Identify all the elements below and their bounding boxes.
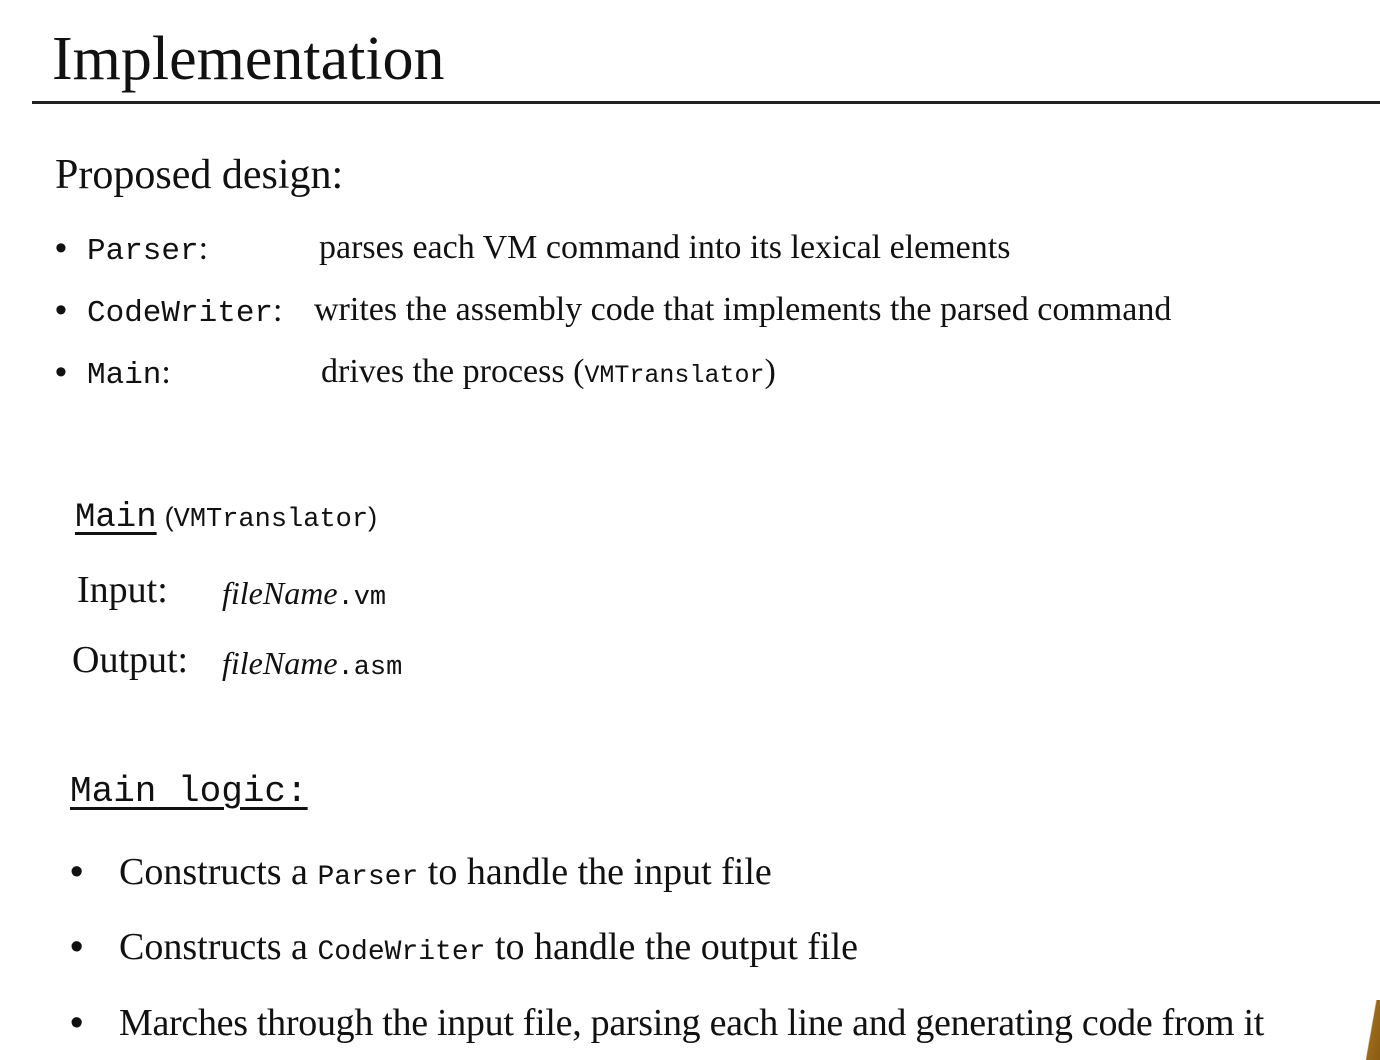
output-extension: .asm (337, 653, 403, 683)
component-colon: : (161, 354, 171, 391)
corner-decoration (1366, 1000, 1380, 1060)
bullet: • (70, 1002, 84, 1044)
component-description: writes the assembly code that implements… (314, 291, 1172, 328)
component-description: drives the process (VMTranslator) (321, 352, 776, 393)
bullet: • (55, 229, 67, 267)
logic-text-prefix: Constructs a (119, 851, 318, 893)
description-code: VMTranslator (584, 361, 765, 390)
proposed-design-label: Proposed design: (55, 152, 344, 198)
design-item-codewriter: • CodeWriter: writes the assembly code th… (55, 290, 1171, 332)
output-label: Output: (72, 639, 189, 681)
description-text: drives the process ( (321, 353, 585, 390)
logic-item: • Marches through the input file, parsing… (70, 1001, 1264, 1047)
component-name: Main (87, 358, 162, 393)
main-logic-heading: Main logic: (70, 771, 308, 812)
output-value: fileName.asm (222, 644, 402, 684)
bullet: • (55, 291, 67, 329)
component-colon: : (198, 230, 209, 267)
title-divider (32, 101, 1380, 104)
bullet: • (55, 353, 67, 391)
input-label: Input: (77, 569, 168, 611)
logic-item: • Constructs a CodeWriter to handle the o… (70, 925, 858, 971)
logic-text-suffix: to handle the input file (418, 851, 772, 893)
logic-text-suffix: to handle the output file (485, 926, 858, 968)
design-item-parser: • Parser: parses each VM command into its… (55, 228, 1010, 270)
logic-text-prefix: Constructs a (119, 926, 318, 968)
main-heading-code: VMTranslator (173, 505, 369, 535)
logic-code: CodeWriter (317, 937, 486, 968)
component-description: parses each VM command into its lexical … (319, 229, 1011, 266)
input-filename: fileName (222, 575, 338, 611)
main-heading-name: Main (75, 499, 157, 537)
input-value: fileName.vm (222, 574, 386, 614)
bullet: • (70, 926, 84, 968)
input-row: Input: fileName.vm (77, 568, 577, 614)
main-heading: Main (VMTranslator) (75, 496, 377, 539)
design-item-main: • Main: drives the process (VMTranslator) (55, 352, 776, 394)
component-colon: : (273, 292, 283, 329)
main-heading-paren-open: ( (164, 502, 174, 532)
output-filename: fileName (222, 645, 338, 681)
input-extension: .vm (337, 583, 387, 613)
main-heading-paren-close: ) (368, 502, 378, 532)
slide-title: Implementation (52, 25, 445, 93)
logic-code: Parser (317, 862, 419, 893)
logic-item: • Constructs a Parser to handle the input… (70, 850, 772, 896)
logic-text: Marches through the input file, parsing … (119, 1002, 1265, 1044)
component-name: CodeWriter (87, 296, 274, 331)
bullet: • (70, 851, 84, 893)
output-row: Output: fileName.asm (72, 638, 572, 684)
description-paren: ) (764, 353, 776, 390)
component-name: Parser (87, 234, 199, 269)
